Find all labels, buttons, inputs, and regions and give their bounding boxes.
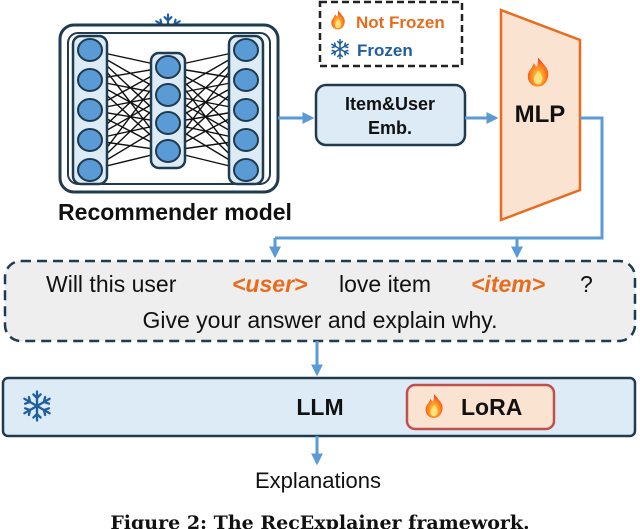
- network-node: [155, 139, 181, 163]
- network-node: [233, 38, 259, 62]
- llm-block: LLM LoRA: [1, 376, 637, 438]
- embedding-box: Item&User Emb.: [314, 83, 467, 147]
- prompt-line1: Will this user <user> love item <item> ?: [46, 271, 593, 297]
- llm-label: LLM: [296, 394, 343, 420]
- network-node: [155, 55, 181, 79]
- network-node: [233, 158, 259, 182]
- mlp-trapezoid: [499, 8, 582, 222]
- legend-not-frozen-label: Not Frozen: [356, 13, 445, 32]
- embedding-label-line1: Item&User: [345, 94, 435, 114]
- recommender-model: Recommender model: [58, 13, 292, 225]
- prompt-part1: Will this user: [46, 271, 177, 297]
- network-node: [155, 83, 181, 107]
- network-node: [77, 128, 103, 152]
- legend: Not Frozen Frozen: [318, 0, 464, 68]
- network-node: [155, 111, 181, 135]
- network-node: [77, 38, 103, 62]
- legend-frozen-label: Frozen: [357, 41, 413, 60]
- network-node: [77, 98, 103, 122]
- connector-mlp-to-prompt: [269, 116, 604, 259]
- mlp-block: MLP: [499, 8, 582, 222]
- network-node: [233, 128, 259, 152]
- lora-box: [405, 383, 556, 431]
- network-node: [77, 158, 103, 182]
- network-nodes: [77, 38, 259, 182]
- prompt-item-token: <item>: [471, 271, 545, 297]
- prompt-part2: love item: [339, 271, 431, 297]
- prompt-line2: Give your answer and explain why.: [143, 307, 498, 333]
- network-node: [77, 68, 103, 92]
- network-node: [233, 98, 259, 122]
- prompt-user-token: <user>: [232, 271, 307, 297]
- lora-label: LoRA: [461, 394, 522, 420]
- explanations-label: Explanations: [255, 468, 381, 493]
- legend-box: [318, 0, 464, 68]
- prompt-part3: ?: [580, 271, 593, 297]
- embedding-label-line2: Emb.: [368, 118, 412, 138]
- prompt-box: Will this user <user> love item <item> ?…: [3, 259, 637, 343]
- figure-caption: Figure 2: The RecExplainer framework.: [110, 512, 529, 529]
- mlp-label: MLP: [515, 101, 566, 128]
- network-node: [233, 68, 259, 92]
- recommender-label: Recommender model: [58, 199, 292, 225]
